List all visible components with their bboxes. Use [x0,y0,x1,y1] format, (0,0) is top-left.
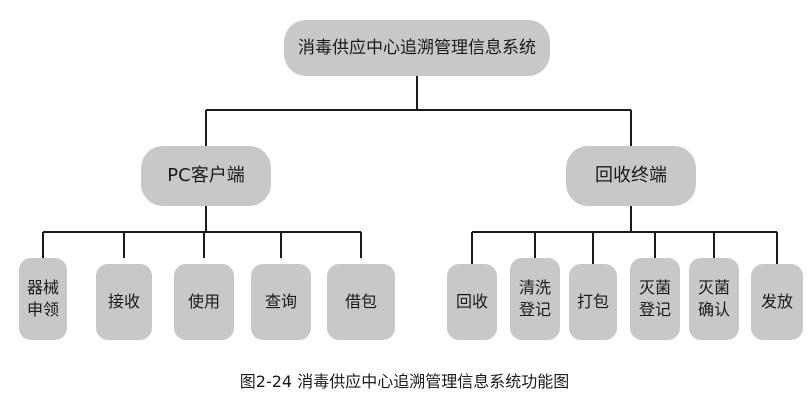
pc-child-label: 查询 [264,292,297,311]
recycle-child-node: 清洗 登记 [510,258,560,340]
recycle-child-node: 回收 [447,264,497,340]
pc-child-node: 使用 [174,264,234,340]
pc-child-label: 使用 [187,292,220,311]
pc-child-node: 借包 [327,264,395,340]
recycle-child-label: 清洗 登记 [518,278,551,319]
pc-client-label: PC客户端 [167,165,245,186]
recycle-child-node: 灭菌 确认 [689,258,739,340]
recycle-terminal-node: 回收终端 [566,146,696,206]
root-node: 消毒供应中心追溯管理信息系统 [284,20,550,76]
figure-caption: 图2-24 消毒供应中心追溯管理信息系统功能图 [239,372,570,391]
pc-child-node: 查询 [251,264,311,340]
recycle-terminal-label: 回收终端 [595,165,667,186]
recycle-child-node: 灭菌 登记 [630,258,680,340]
recycle-child-label: 回收 [455,292,488,311]
pc-child-label: 器械 申领 [26,278,59,319]
pc-child-node: 接收 [96,264,152,340]
recycle-child-label: 打包 [576,292,609,311]
recycle-child-label: 灭菌 确认 [697,278,730,319]
pc-client-node: PC客户端 [141,146,271,206]
recycle-child-node: 打包 [569,264,617,340]
pc-child-node: 器械 申领 [19,258,67,340]
pc-child-label: 借包 [344,292,377,311]
pc-child-label: 接收 [107,292,140,311]
root-node-label: 消毒供应中心追溯管理信息系统 [298,38,536,58]
recycle-child-label: 灭菌 登记 [638,278,671,319]
recycle-child-label: 发放 [760,292,793,311]
recycle-child-node: 发放 [751,264,803,340]
